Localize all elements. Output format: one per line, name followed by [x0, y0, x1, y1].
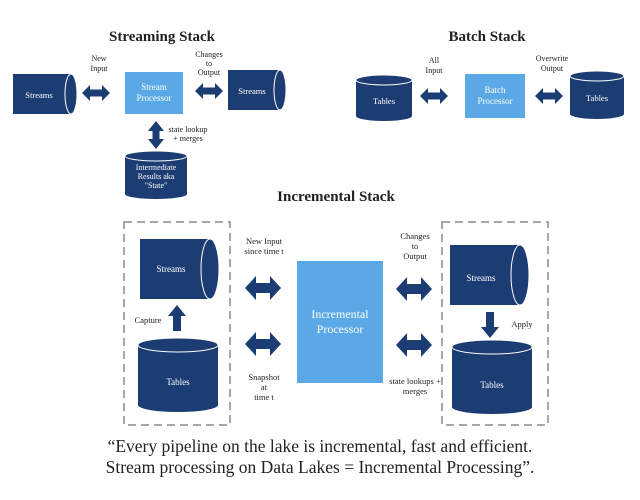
incremental-processor-label-2: Processor — [317, 322, 364, 336]
incremental-tables-out-cylinder — [451, 339, 533, 414]
incremental-state-arrow — [396, 333, 432, 357]
batch-all-input-arrow — [420, 88, 448, 104]
streaming-new-input-label-1: New — [91, 54, 106, 63]
stream-processor-box — [125, 72, 183, 114]
streaming-changes-label-1: Changes — [195, 50, 223, 59]
incremental-new-input-label-2: since time t — [244, 246, 284, 256]
streaming-state-label-3: "State" — [145, 181, 168, 190]
streaming-state-label-2: Results aka — [138, 172, 175, 181]
incremental-output-dashed-group — [441, 221, 549, 426]
incremental-changes-arrow — [396, 277, 432, 301]
stream-processor-label-2: Processor — [137, 93, 172, 103]
quote-caption: “Every pipeline on the lake is increment… — [0, 436, 640, 478]
incremental-changes-label-1: Changes — [400, 231, 429, 241]
streaming-streams-out-label: Streams — [238, 86, 265, 96]
incremental-snapshot-label-2: at — [261, 382, 268, 392]
batch-processor-label-1: Batch — [485, 85, 506, 95]
incremental-streams-out-cylinder — [450, 244, 530, 306]
batch-processor-box — [465, 74, 525, 118]
incremental-tables-out-label: Tables — [480, 380, 504, 390]
incremental-tables-in-cylinder — [137, 337, 219, 412]
incremental-new-input-label-1: New Input — [246, 236, 283, 246]
batch-all-input-label-2: Input — [426, 66, 444, 75]
streaming-state-lookup-label-1: state lookup — [169, 125, 208, 134]
incremental-tables-in-label: Tables — [166, 377, 190, 387]
batch-all-input-label-1: All — [429, 56, 440, 65]
incremental-snapshot-arrow — [245, 332, 281, 356]
incremental-state-label-2: merges — [403, 386, 427, 396]
incremental-processor-box — [297, 261, 383, 383]
streaming-state-lookup-label-2: + merges — [173, 134, 202, 143]
incremental-stack-title: Incremental Stack — [277, 189, 395, 205]
batch-stack-title: Batch Stack — [448, 29, 526, 45]
streaming-changes-label-2: to — [206, 59, 212, 68]
batch-processor-label-2: Processor — [478, 96, 513, 106]
batch-tables-in-cylinder — [355, 74, 413, 121]
streaming-state-label-1: Intermediate — [136, 163, 177, 172]
quote-line-2: Stream processing on Data Lakes = Increm… — [105, 457, 535, 477]
streaming-changes-arrow — [195, 83, 223, 99]
streaming-changes-label-3: Output — [198, 68, 221, 77]
batch-overwrite-label-2: Output — [541, 64, 564, 73]
quote-line-1: “Every pipeline on the lake is increment… — [107, 436, 533, 456]
batch-overwrite-label-1: Overwrite — [536, 54, 569, 63]
streaming-new-input-label-2: Input — [91, 64, 109, 73]
incremental-state-label-1: state lookups + — [389, 376, 441, 386]
incremental-snapshot-label-3: time t — [254, 392, 274, 402]
streaming-state-cylinder — [124, 150, 188, 199]
batch-tables-in-label: Tables — [373, 96, 395, 106]
incremental-streams-out-label: Streams — [467, 273, 496, 283]
streaming-new-input-arrow — [82, 85, 110, 101]
incremental-streams-in-cylinder — [140, 238, 220, 300]
batch-tables-out-label: Tables — [586, 93, 608, 103]
incremental-changes-label-2: to — [412, 241, 419, 251]
incremental-snapshot-label-1: Snapshot — [248, 372, 280, 382]
streaming-streams-out-cylinder — [228, 69, 287, 111]
streaming-streams-in-label: Streams — [25, 90, 52, 100]
incremental-apply-arrow — [481, 312, 499, 338]
stream-processor-label-1: Stream — [141, 82, 167, 92]
incremental-changes-label-3: Output — [403, 251, 427, 261]
incremental-capture-arrow — [168, 305, 186, 331]
streaming-stack-title: Streaming Stack — [109, 29, 216, 45]
incremental-streams-in-label: Streams — [157, 264, 186, 274]
batch-overwrite-arrow — [535, 88, 563, 104]
batch-tables-out-cylinder — [569, 70, 625, 119]
incremental-input-dashed-group — [123, 221, 231, 426]
streaming-state-arrow — [148, 121, 164, 149]
incremental-new-input-arrow — [245, 276, 281, 300]
incremental-apply-label: Apply — [511, 319, 533, 329]
incremental-capture-label: Capture — [135, 315, 162, 325]
incremental-processor-label-1: Incremental — [311, 307, 369, 321]
streaming-streams-in-cylinder — [13, 73, 78, 115]
